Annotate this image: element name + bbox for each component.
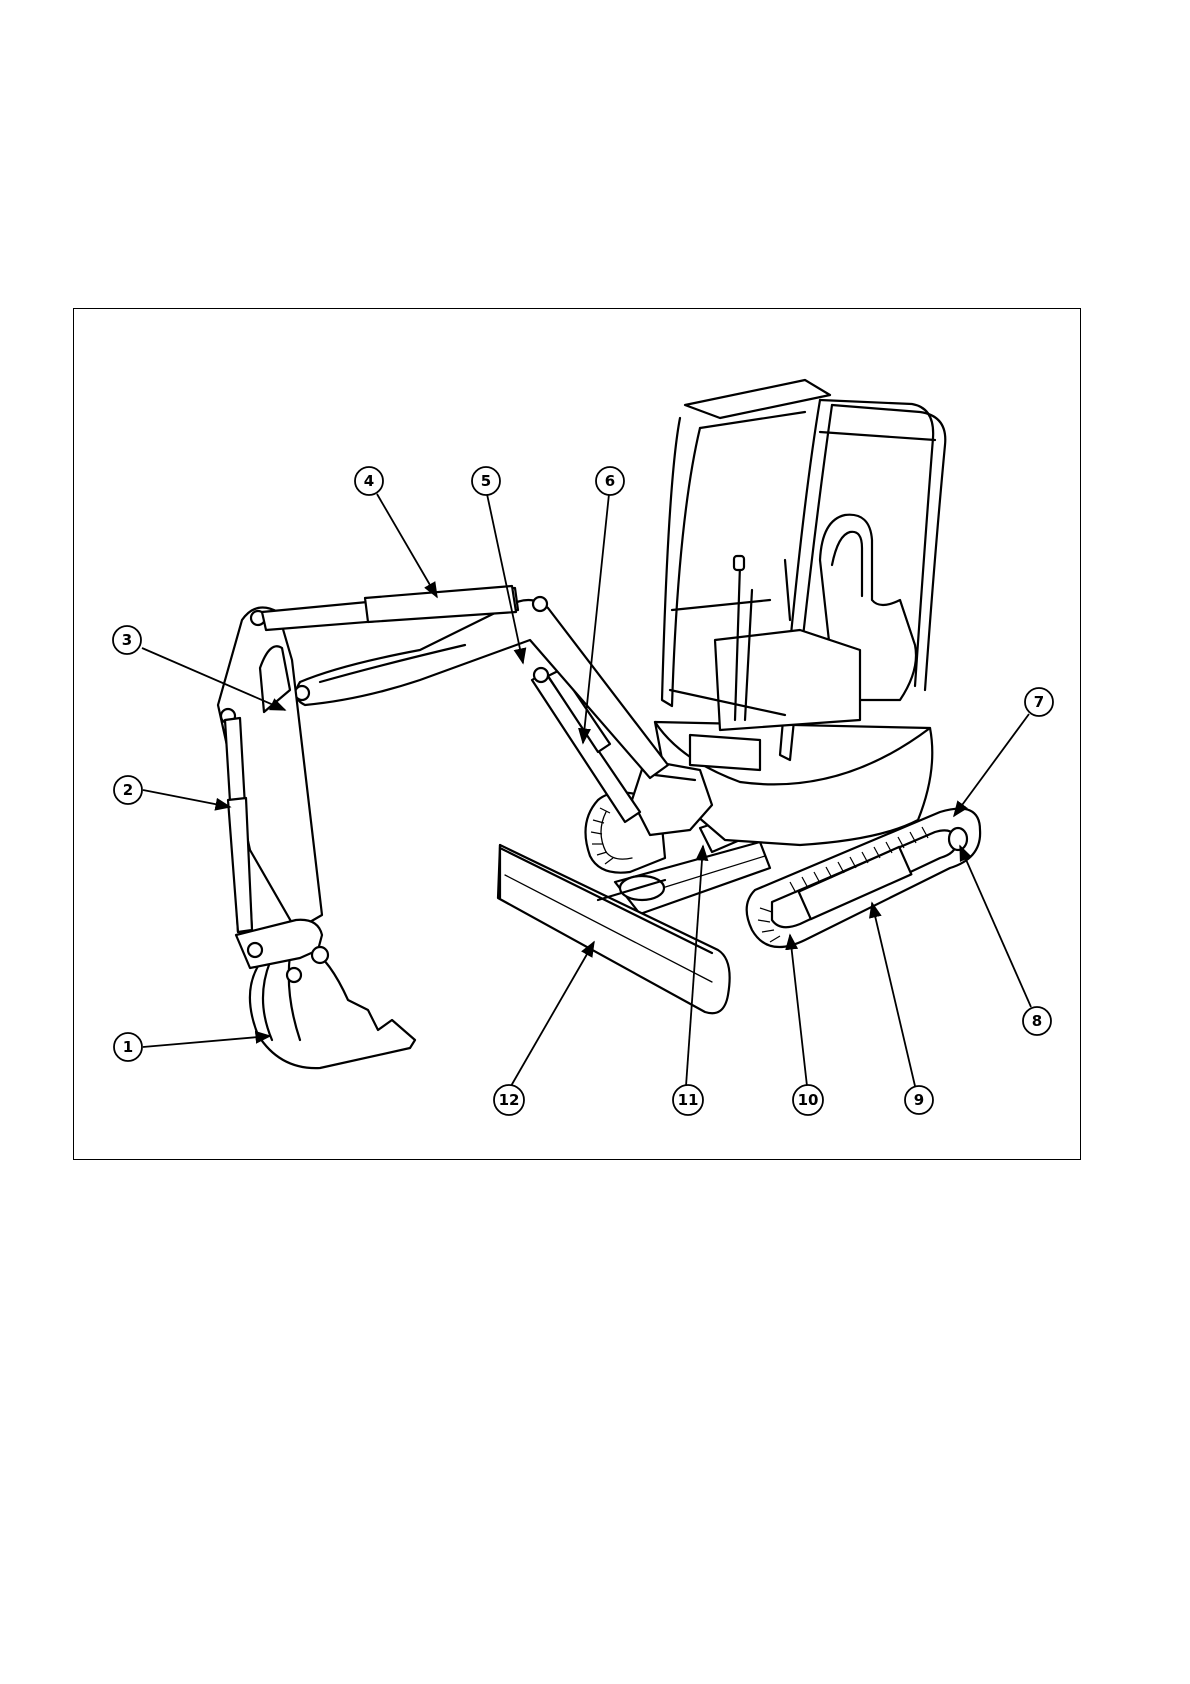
leader-12	[511, 942, 594, 1086]
svg-text:12: 12	[499, 1091, 520, 1109]
leader-9	[872, 903, 915, 1086]
bucket	[236, 920, 415, 1068]
leader-8	[960, 846, 1031, 1007]
svg-text:4: 4	[364, 472, 374, 490]
callout-12: 12	[494, 1085, 524, 1115]
leader-1	[143, 1036, 270, 1047]
leader-4	[377, 494, 437, 597]
callout-5: 5	[472, 467, 500, 495]
svg-text:6: 6	[605, 472, 615, 490]
callout-4: 4	[355, 467, 383, 495]
svg-text:5: 5	[481, 472, 491, 490]
svg-text:7: 7	[1034, 693, 1044, 711]
svg-text:1: 1	[123, 1038, 133, 1056]
leader-2	[143, 790, 230, 807]
callout-9: 9	[905, 1086, 933, 1114]
callout-8: 8	[1023, 1007, 1051, 1035]
callout-3: 3	[113, 626, 141, 654]
callout-2: 2	[114, 776, 142, 804]
canopy-roof	[685, 380, 830, 418]
callout-11: 11	[673, 1085, 703, 1115]
svg-text:11: 11	[678, 1091, 699, 1109]
leader-7	[954, 714, 1029, 816]
svg-text:3: 3	[122, 631, 132, 649]
front-idler	[949, 828, 967, 850]
svg-text:8: 8	[1032, 1012, 1042, 1030]
svg-text:10: 10	[798, 1091, 819, 1109]
svg-text:9: 9	[914, 1091, 924, 1109]
callout-10: 10	[793, 1085, 823, 1115]
callout-6: 6	[596, 467, 624, 495]
cab	[662, 380, 945, 760]
svg-text:2: 2	[123, 781, 133, 799]
callout-7: 7	[1025, 688, 1053, 716]
callout-1: 1	[114, 1033, 142, 1061]
leader-10	[790, 935, 807, 1086]
